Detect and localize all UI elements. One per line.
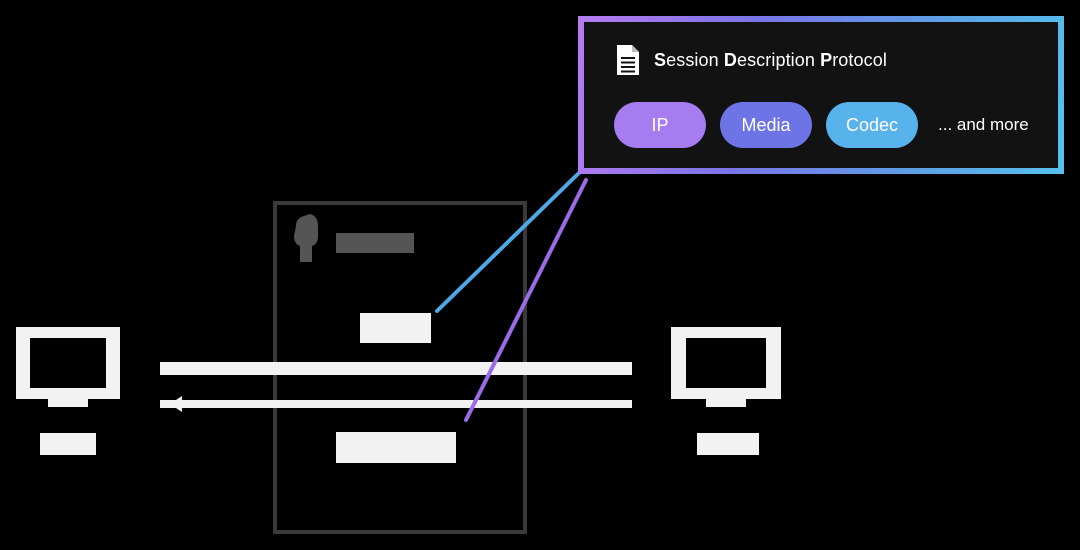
connector-line-blue [435, 168, 584, 313]
title-initial-d: D [723, 49, 737, 70]
sdp-callout-box: Session Description Protocol IP Media Co… [578, 16, 1064, 174]
callout-title-row: Session Description Protocol [616, 44, 887, 76]
left-monitor-icon [16, 327, 120, 407]
ip-pill: IP [614, 102, 706, 148]
left-client-label-redacted [40, 433, 96, 455]
title-initial-p: P [820, 49, 833, 70]
and-more-label: ... and more [938, 115, 1029, 134]
callout-pill-row: IP Media Codec ... and more [614, 102, 1029, 148]
media-pill: Media [720, 102, 812, 148]
codec-pill: Codec [826, 102, 918, 148]
callout-title: Session Description Protocol [654, 50, 887, 71]
document-icon [617, 45, 639, 75]
answer-message-arrow [160, 400, 632, 408]
offer-message-arrow [160, 362, 632, 375]
answer-arrowhead [170, 396, 182, 412]
title-word-session: ession [666, 49, 724, 70]
title-initial-s: S [654, 49, 667, 70]
server-icon [294, 214, 318, 262]
title-word-description: escription [736, 49, 821, 70]
title-word-protocol: rotocol [832, 49, 887, 70]
connector-line-purple [464, 178, 588, 422]
answer-label-redacted [336, 432, 456, 463]
offer-label-redacted [360, 313, 431, 343]
right-monitor-icon [671, 327, 781, 407]
server-label-redacted [336, 233, 414, 253]
right-client-label-redacted [697, 433, 759, 455]
